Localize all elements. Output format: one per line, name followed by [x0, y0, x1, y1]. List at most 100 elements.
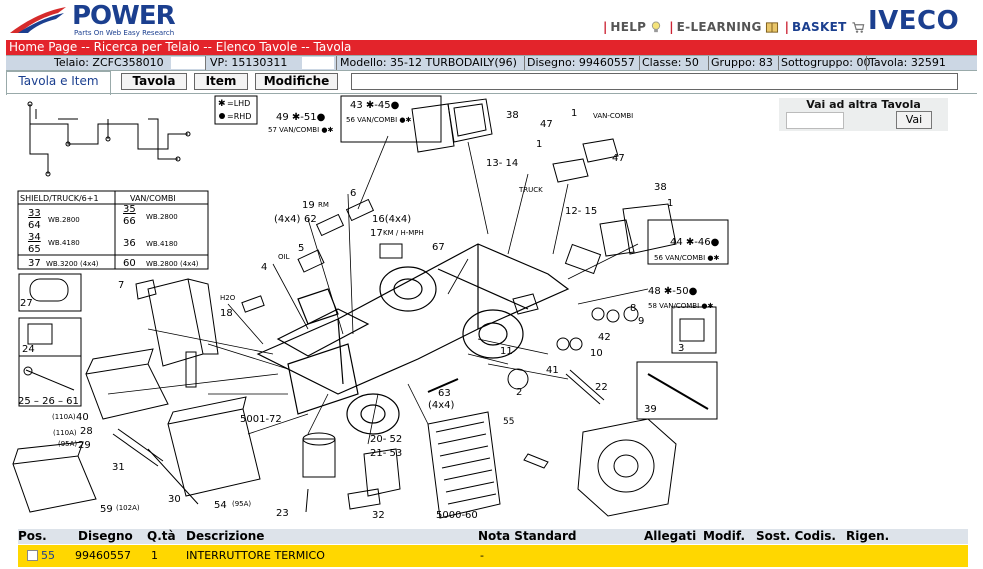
part-label-65: 65	[28, 244, 41, 255]
part-label-17: 17	[370, 228, 383, 239]
item-button[interactable]: Item	[194, 73, 248, 90]
part-label-29: 29	[78, 440, 91, 451]
part-label-49: 49 ✱-51●	[276, 112, 326, 123]
gearbox-housing[interactable]	[577, 418, 677, 517]
part-label-22: 22	[595, 382, 608, 393]
tail-light-lower[interactable]	[599, 203, 677, 257]
cart-icon[interactable]	[850, 21, 866, 34]
part-label-63: 63	[438, 388, 451, 399]
part-label-18: 18	[220, 308, 233, 319]
toolbar-text-field[interactable]	[351, 73, 958, 90]
part-label-1: 1	[571, 108, 577, 119]
svg-text:H2O: H2O	[220, 294, 236, 302]
battery-medium[interactable]	[85, 348, 169, 420]
part-27-box[interactable]	[18, 273, 82, 312]
part-label-60: 60	[123, 258, 136, 269]
row-select-checkbox[interactable]	[27, 550, 38, 561]
fuel-filter-housing[interactable]	[147, 278, 219, 388]
e-learning-link[interactable]: E-LEARNING	[676, 20, 762, 34]
legend-box	[214, 95, 258, 125]
part-label-44: 44 ✱-46●	[670, 237, 720, 248]
chassis-illustration[interactable]	[256, 243, 570, 435]
part-label-34: 34	[28, 232, 41, 243]
vp-info: VP: 15130311	[210, 56, 288, 69]
gruppo-info: Gruppo: 83	[711, 56, 773, 69]
part-label-38: 38	[506, 110, 519, 121]
part-label-16: 16(4x4)	[372, 214, 411, 225]
part-label-47: 47	[540, 119, 553, 130]
wiring-harness-illustration[interactable]	[27, 101, 191, 177]
help-link[interactable]: HELP	[610, 20, 647, 34]
svg-text:RM: RM	[318, 201, 329, 209]
row-disegno: 99460557	[75, 549, 131, 562]
svg-text:(110A): (110A)	[53, 429, 77, 437]
col-sost-codis: Sost. Codis.	[756, 529, 836, 543]
book-icon[interactable]	[765, 21, 779, 34]
telaio-info: Telaio: ZCFC358010	[54, 56, 164, 69]
part-label-54: 54	[214, 500, 227, 511]
part-label-32: 32	[372, 510, 385, 521]
legend: ✱ =LHD =RHD	[218, 99, 251, 121]
part-label-64: 64	[28, 220, 41, 231]
tavola-button[interactable]: Tavola	[121, 73, 187, 90]
iveco-logo[interactable]: IVECO	[868, 6, 960, 36]
svg-text:WB.2800: WB.2800	[146, 213, 178, 221]
vai-button[interactable]: Vai	[896, 111, 932, 129]
tavola-info: Tavola: 32591	[869, 56, 946, 69]
part-label-27: 27	[20, 298, 33, 309]
table-row[interactable]: 55 99460557 1 INTERRUTTORE TERMICO -	[18, 545, 968, 567]
tab-tavola-e-item[interactable]: Tavola e Item	[6, 71, 111, 95]
part-label-37: 37	[28, 258, 41, 269]
col-descrizione: Descrizione	[186, 529, 265, 543]
part-label-5: 5	[298, 243, 304, 254]
breadcrumb[interactable]: Home Page -- Ricerca per Telaio -- Elenc…	[6, 40, 977, 55]
modifiche-button[interactable]: Modifiche	[255, 73, 338, 90]
part-label-42: 42	[598, 332, 611, 343]
wheelbase-variant-table-content: SHIELD/TRUCK/6+1 VAN/COMBI 33 64 WB.2800…	[20, 194, 199, 269]
col-pos: Pos.	[18, 529, 47, 543]
svg-text:WB.4180: WB.4180	[48, 239, 80, 247]
part-label-19: 19	[302, 200, 315, 211]
brand-tagline: Parts On Web Easy Research	[74, 29, 175, 37]
battery-large[interactable]	[167, 396, 261, 497]
part-3-box[interactable]	[671, 306, 717, 354]
part-label-9: 9	[638, 316, 644, 327]
tail-light-left[interactable]	[411, 103, 455, 153]
row-pos[interactable]: 55	[41, 549, 55, 562]
part-39-box[interactable]	[636, 361, 718, 420]
part-label-38b: 38	[654, 182, 667, 193]
svg-text:(102A): (102A)	[116, 504, 140, 512]
part-label-28: 28	[80, 426, 93, 437]
part-labels[interactable]: 49 ✱-51● 57 VAN/COMBI ●✱ 43 ✱-45● 56 VAN…	[18, 100, 720, 521]
svg-text:OIL: OIL	[278, 253, 290, 261]
tail-light-upper[interactable]	[447, 98, 493, 143]
part-label-5001: 5001-72	[240, 414, 282, 425]
part-label-40: 40	[76, 412, 89, 423]
battery-small[interactable]	[12, 441, 97, 513]
brand-name: POWER	[72, 1, 176, 31]
legend-rhd: =RHD	[227, 112, 251, 121]
power-swoosh-icon	[10, 7, 66, 33]
goto-tavola-panel: Vai ad altra Tavola Vai	[779, 98, 948, 131]
part-label-25: 25 – 26 – 61	[18, 396, 79, 407]
radiator[interactable]	[427, 411, 501, 519]
exploded-parts-drawing[interactable]: ✱ =LHD =RHD SHIELD/TRUCK/6+1 VAN/COMBI 3…	[8, 94, 768, 526]
row-descrizione: INTERRUTTORE TERMICO	[186, 549, 325, 562]
header: POWER Parts On Web Easy Research | HELP …	[0, 0, 983, 40]
part-label-8: 8	[630, 303, 636, 314]
sottogruppo-info: Sottogruppo: 00	[781, 56, 871, 69]
col-modif: Modif.	[703, 529, 746, 543]
part-25-box[interactable]	[18, 355, 82, 407]
power-logo[interactable]: POWER Parts On Web Easy Research	[6, 1, 176, 38]
part-label-36: 36	[123, 238, 136, 249]
lightbulb-icon[interactable]	[649, 20, 663, 34]
top-navigation: | HELP | E-LEARNING | BASKET	[600, 18, 866, 36]
goto-tavola-input[interactable]	[786, 112, 844, 129]
svg-text:(4x4): (4x4)	[428, 400, 455, 411]
svg-text:WB.2800: WB.2800	[48, 216, 80, 224]
basket-link[interactable]: BASKET	[792, 20, 847, 34]
part-label-56b: 56 VAN/COMBI ●✱	[654, 254, 719, 262]
small-sensors[interactable]	[23, 138, 709, 513]
part-label-67: 67	[432, 242, 445, 253]
